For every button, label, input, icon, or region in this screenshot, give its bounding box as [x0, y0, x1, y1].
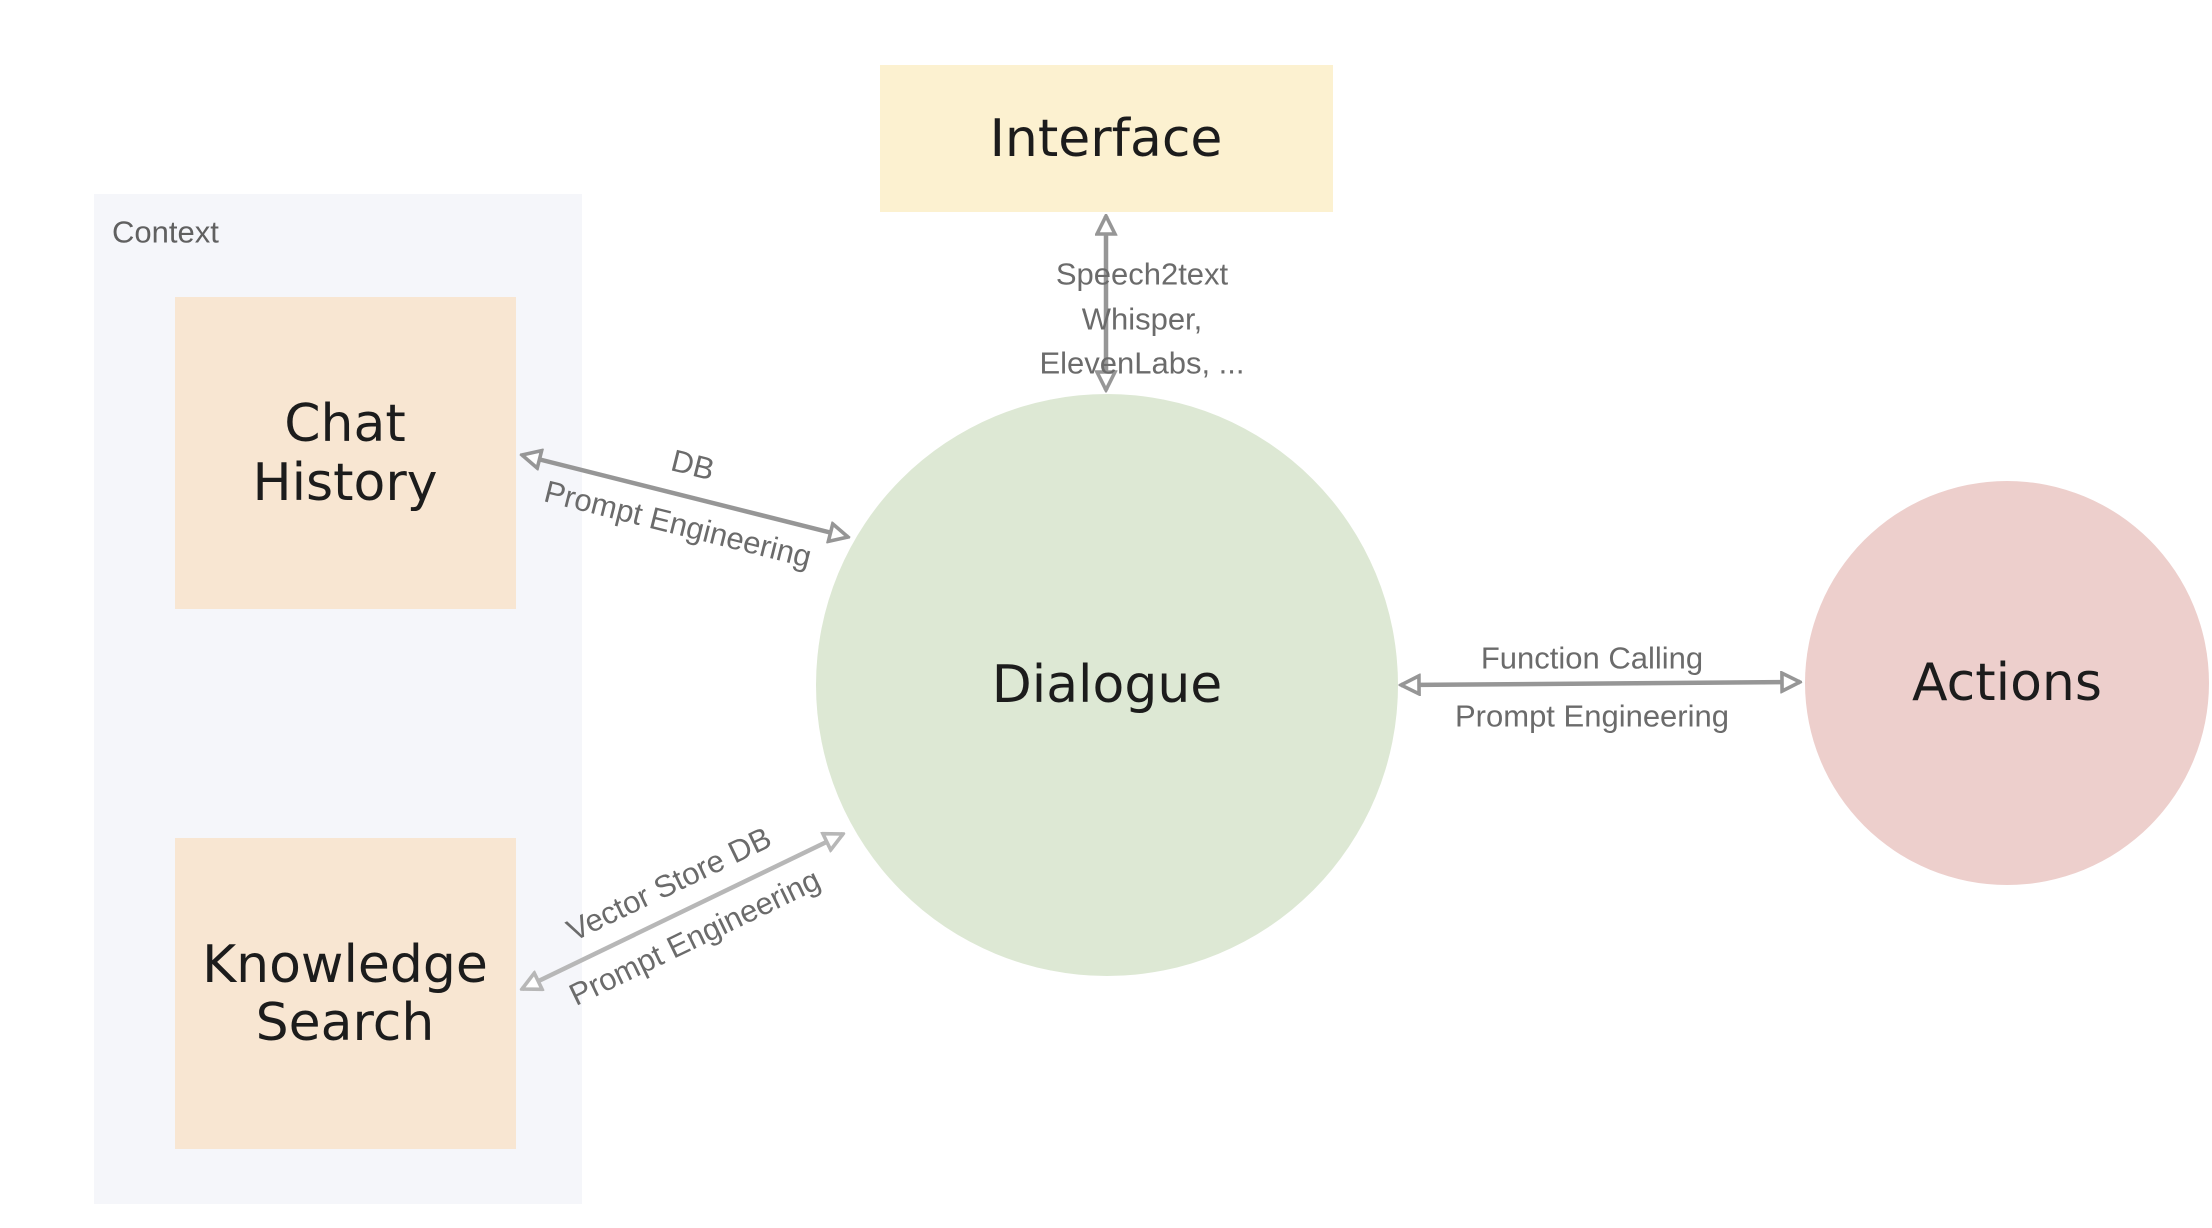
interface-label: Interface [990, 109, 1223, 169]
knowledge-search-node [175, 838, 516, 1149]
actions-node [1805, 481, 2209, 885]
interface-dialogue-label-1: Speech2text [1056, 257, 1229, 292]
chat-dialogue-label-top: DB [668, 443, 718, 487]
interface-node [880, 65, 1333, 212]
actions-label: Actions [1912, 653, 2102, 713]
dialogue-label: Dialogue [992, 655, 1223, 715]
knowledge-search-label-line2: Search [256, 993, 435, 1053]
knowledge-dialogue-arrow [522, 834, 843, 989]
chat-dialogue-arrow [522, 455, 848, 537]
chat-history-label-line2: History [253, 453, 438, 513]
dialogue-actions-label-top: Function Calling [1481, 641, 1703, 676]
dialogue-actions-label-bottom: Prompt Engineering [1455, 699, 1729, 734]
interface-dialogue-label-3: ElevenLabs, ... [1039, 346, 1244, 381]
knowledge-search-label-line1: Knowledge [202, 935, 488, 995]
dialogue-node [816, 394, 1398, 976]
chat-history-label-line1: Chat [284, 394, 406, 454]
chat-history-node [175, 297, 516, 609]
interface-dialogue-label-2: Whisper, [1082, 302, 1203, 337]
dialogue-actions-arrow [1401, 682, 1800, 685]
context-group-label: Context [112, 215, 219, 250]
